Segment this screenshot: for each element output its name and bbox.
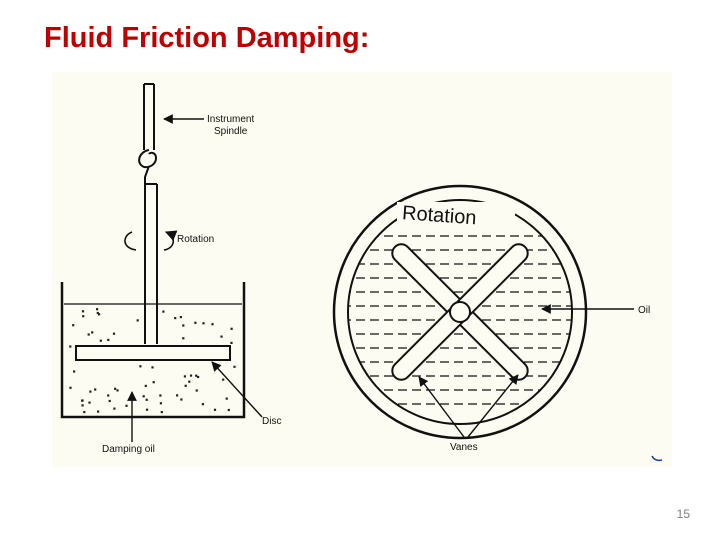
oil-speck [233,365,236,368]
oil-speck [230,327,233,330]
instrument-spindle [143,83,155,150]
oil-speck [113,407,116,410]
oil-speck [97,410,100,413]
fluid-damping-diagram: Instrument Spindle Rotation Disc Damping… [52,72,672,467]
oil-speck [145,408,149,411]
label-rotation-top: Rotation [401,202,477,229]
slide-title: Fluid Friction Damping: [44,22,370,54]
disc [75,345,231,361]
oil-speck [201,403,204,406]
oil-speck [98,313,101,316]
oil-speck [222,378,225,381]
oil-speck [96,311,99,315]
oil-speck [176,394,179,397]
oil-speck [189,374,193,377]
oil-speck [195,389,198,392]
label-vanes: Vanes [450,442,478,453]
oil-speck [145,398,148,401]
oil-speck [182,337,185,340]
oil-speck [125,404,128,407]
oil-speck [182,324,185,327]
oil-speck [139,365,142,368]
oil-speck [160,411,163,414]
oil-speck [211,323,214,326]
oil-speck [88,401,91,404]
oil-speck [230,341,233,344]
oil-speck [69,386,72,389]
oil-speck [81,404,84,407]
oil-speck [112,332,116,335]
oil-speck [89,390,92,393]
oil-speck [227,408,230,412]
oil-speck [195,374,198,377]
oil-speck [184,384,187,387]
oil-speck [220,335,223,338]
vane-hub [449,301,471,323]
oil-speck [188,380,191,383]
vane-chamber-group: Rotation Oil Vanes [332,184,650,453]
oil-speck [179,316,182,319]
vanes-pointer-right [467,374,519,438]
oil-speck [114,387,117,390]
oil-speck [91,331,94,334]
damping-pot-group: Instrument Spindle Rotation Disc Damping… [60,83,281,455]
label-oil: Oil [638,305,650,316]
oil-speck [69,345,72,348]
oil-speck [142,395,145,398]
disc-pointer [211,361,263,418]
oil-speck [107,394,110,397]
label-instrument: Instrument [207,114,254,125]
oil-speck [159,402,162,405]
oil-speck [174,317,177,320]
label-rotation-left: Rotation [177,234,214,245]
oil-speck [81,399,84,402]
oil-speck [96,308,99,311]
stray-mark [651,455,663,462]
rotation-label-backing [397,202,515,226]
rotation-arrow-left [124,232,173,251]
oil-speck [107,338,110,341]
oil-speck [194,321,197,324]
oil-speck [152,381,155,384]
oil-speck [202,322,205,325]
oil-speck [183,375,186,378]
label-spindle: Spindle [214,126,248,137]
oil-speck [99,339,102,342]
oil-speck [180,398,183,401]
oil-speck [116,389,119,392]
spindle-coupling [138,149,158,184]
oil-speck [82,315,85,318]
oil-speck [83,411,86,414]
damping-oil-dots [69,308,236,414]
oil-speck [81,310,85,313]
oil-speck [73,370,76,373]
label-damping-oil: Damping oil [102,444,155,455]
oil-speck [213,408,217,411]
inner-ring [347,199,573,425]
oil-speck [136,319,139,322]
page-number: 15 [676,507,690,521]
oil-speck [197,375,200,379]
oil-container [60,282,246,419]
oil-speck [72,324,75,327]
oil-speck [151,366,154,369]
oil-speck [108,399,111,403]
oil-speck [87,333,90,336]
oil-speck [94,388,97,391]
vanes-pointer-left [418,376,465,438]
oil-speck [162,310,165,313]
label-disc: Disc [262,416,281,427]
oil-speck [144,384,147,387]
oil-speck [159,394,162,397]
disc-rod [144,183,158,344]
vanes [391,243,529,381]
oil-speck [225,397,228,400]
